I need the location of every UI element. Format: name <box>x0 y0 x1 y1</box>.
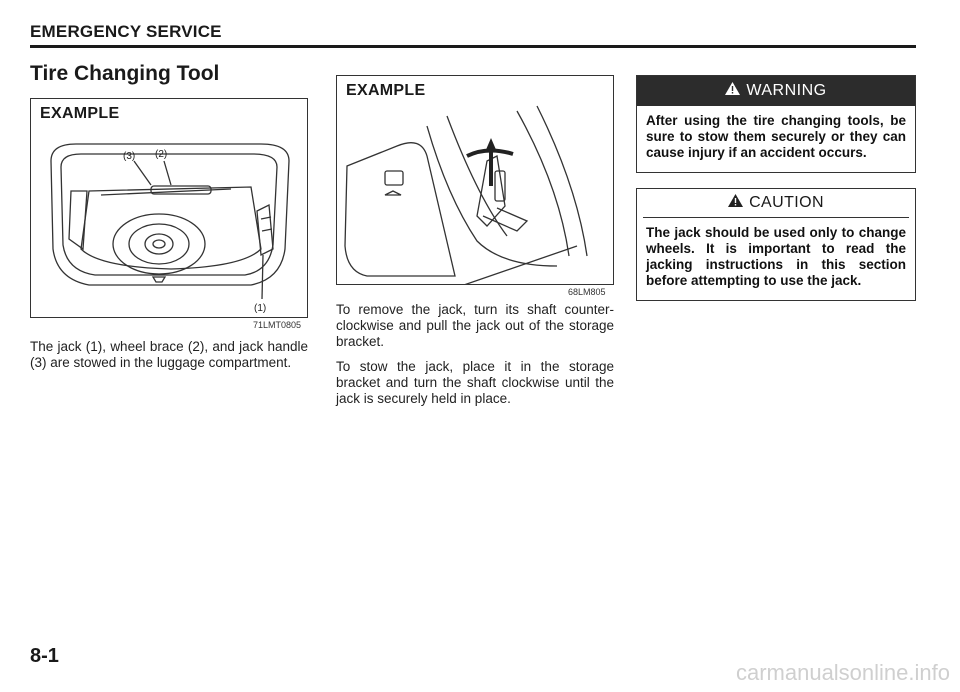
caution-text: The jack should be used only to change w… <box>646 225 906 288</box>
figure-label: EXAMPLE <box>40 105 120 122</box>
callout-1: (1) <box>254 303 266 314</box>
figure-luggage-compartment: EXAMPLE <box>30 98 308 318</box>
warning-title: WARNING <box>746 82 827 99</box>
watermark: carmanualsonline.info <box>735 660 950 685</box>
figure-code: 68LM805 <box>568 287 606 297</box>
paragraph-tools-location: The jack (1), wheel brace (2), and jack … <box>30 339 308 370</box>
luggage-compartment-illustration: (3) (2) (1) <box>50 143 290 314</box>
caution-triangle-icon <box>728 194 744 212</box>
page-number: 8-1 <box>30 645 59 667</box>
caution-box: CAUTION The jack should be used only to … <box>636 188 916 301</box>
callout-3: (3) <box>123 151 135 162</box>
paragraph-stow-jack: To stow the jack, place it in the storag… <box>336 359 614 406</box>
caution-title: CAUTION <box>749 194 824 211</box>
caution-header: CAUTION <box>643 189 909 218</box>
figure-jack-bracket: EXAMPLE <box>336 75 614 285</box>
section-header: EMERGENCY SERVICE <box>30 22 222 41</box>
jack-bracket-illustration <box>344 105 588 284</box>
warning-header: WARNING <box>637 76 915 106</box>
page-title: Tire Changing Tool <box>30 62 220 85</box>
figure-code: 71LMT0805 <box>253 320 302 330</box>
warning-text: After using the tire changing tools, be … <box>646 113 906 160</box>
header-rule <box>30 45 916 48</box>
callout-2: (2) <box>155 149 167 160</box>
figure-label: EXAMPLE <box>346 82 426 99</box>
warning-triangle-icon <box>725 82 741 100</box>
paragraph-remove-jack: To remove the jack, turn its shaft count… <box>336 302 614 349</box>
warning-box: WARNING After using the tire changing to… <box>636 75 916 173</box>
